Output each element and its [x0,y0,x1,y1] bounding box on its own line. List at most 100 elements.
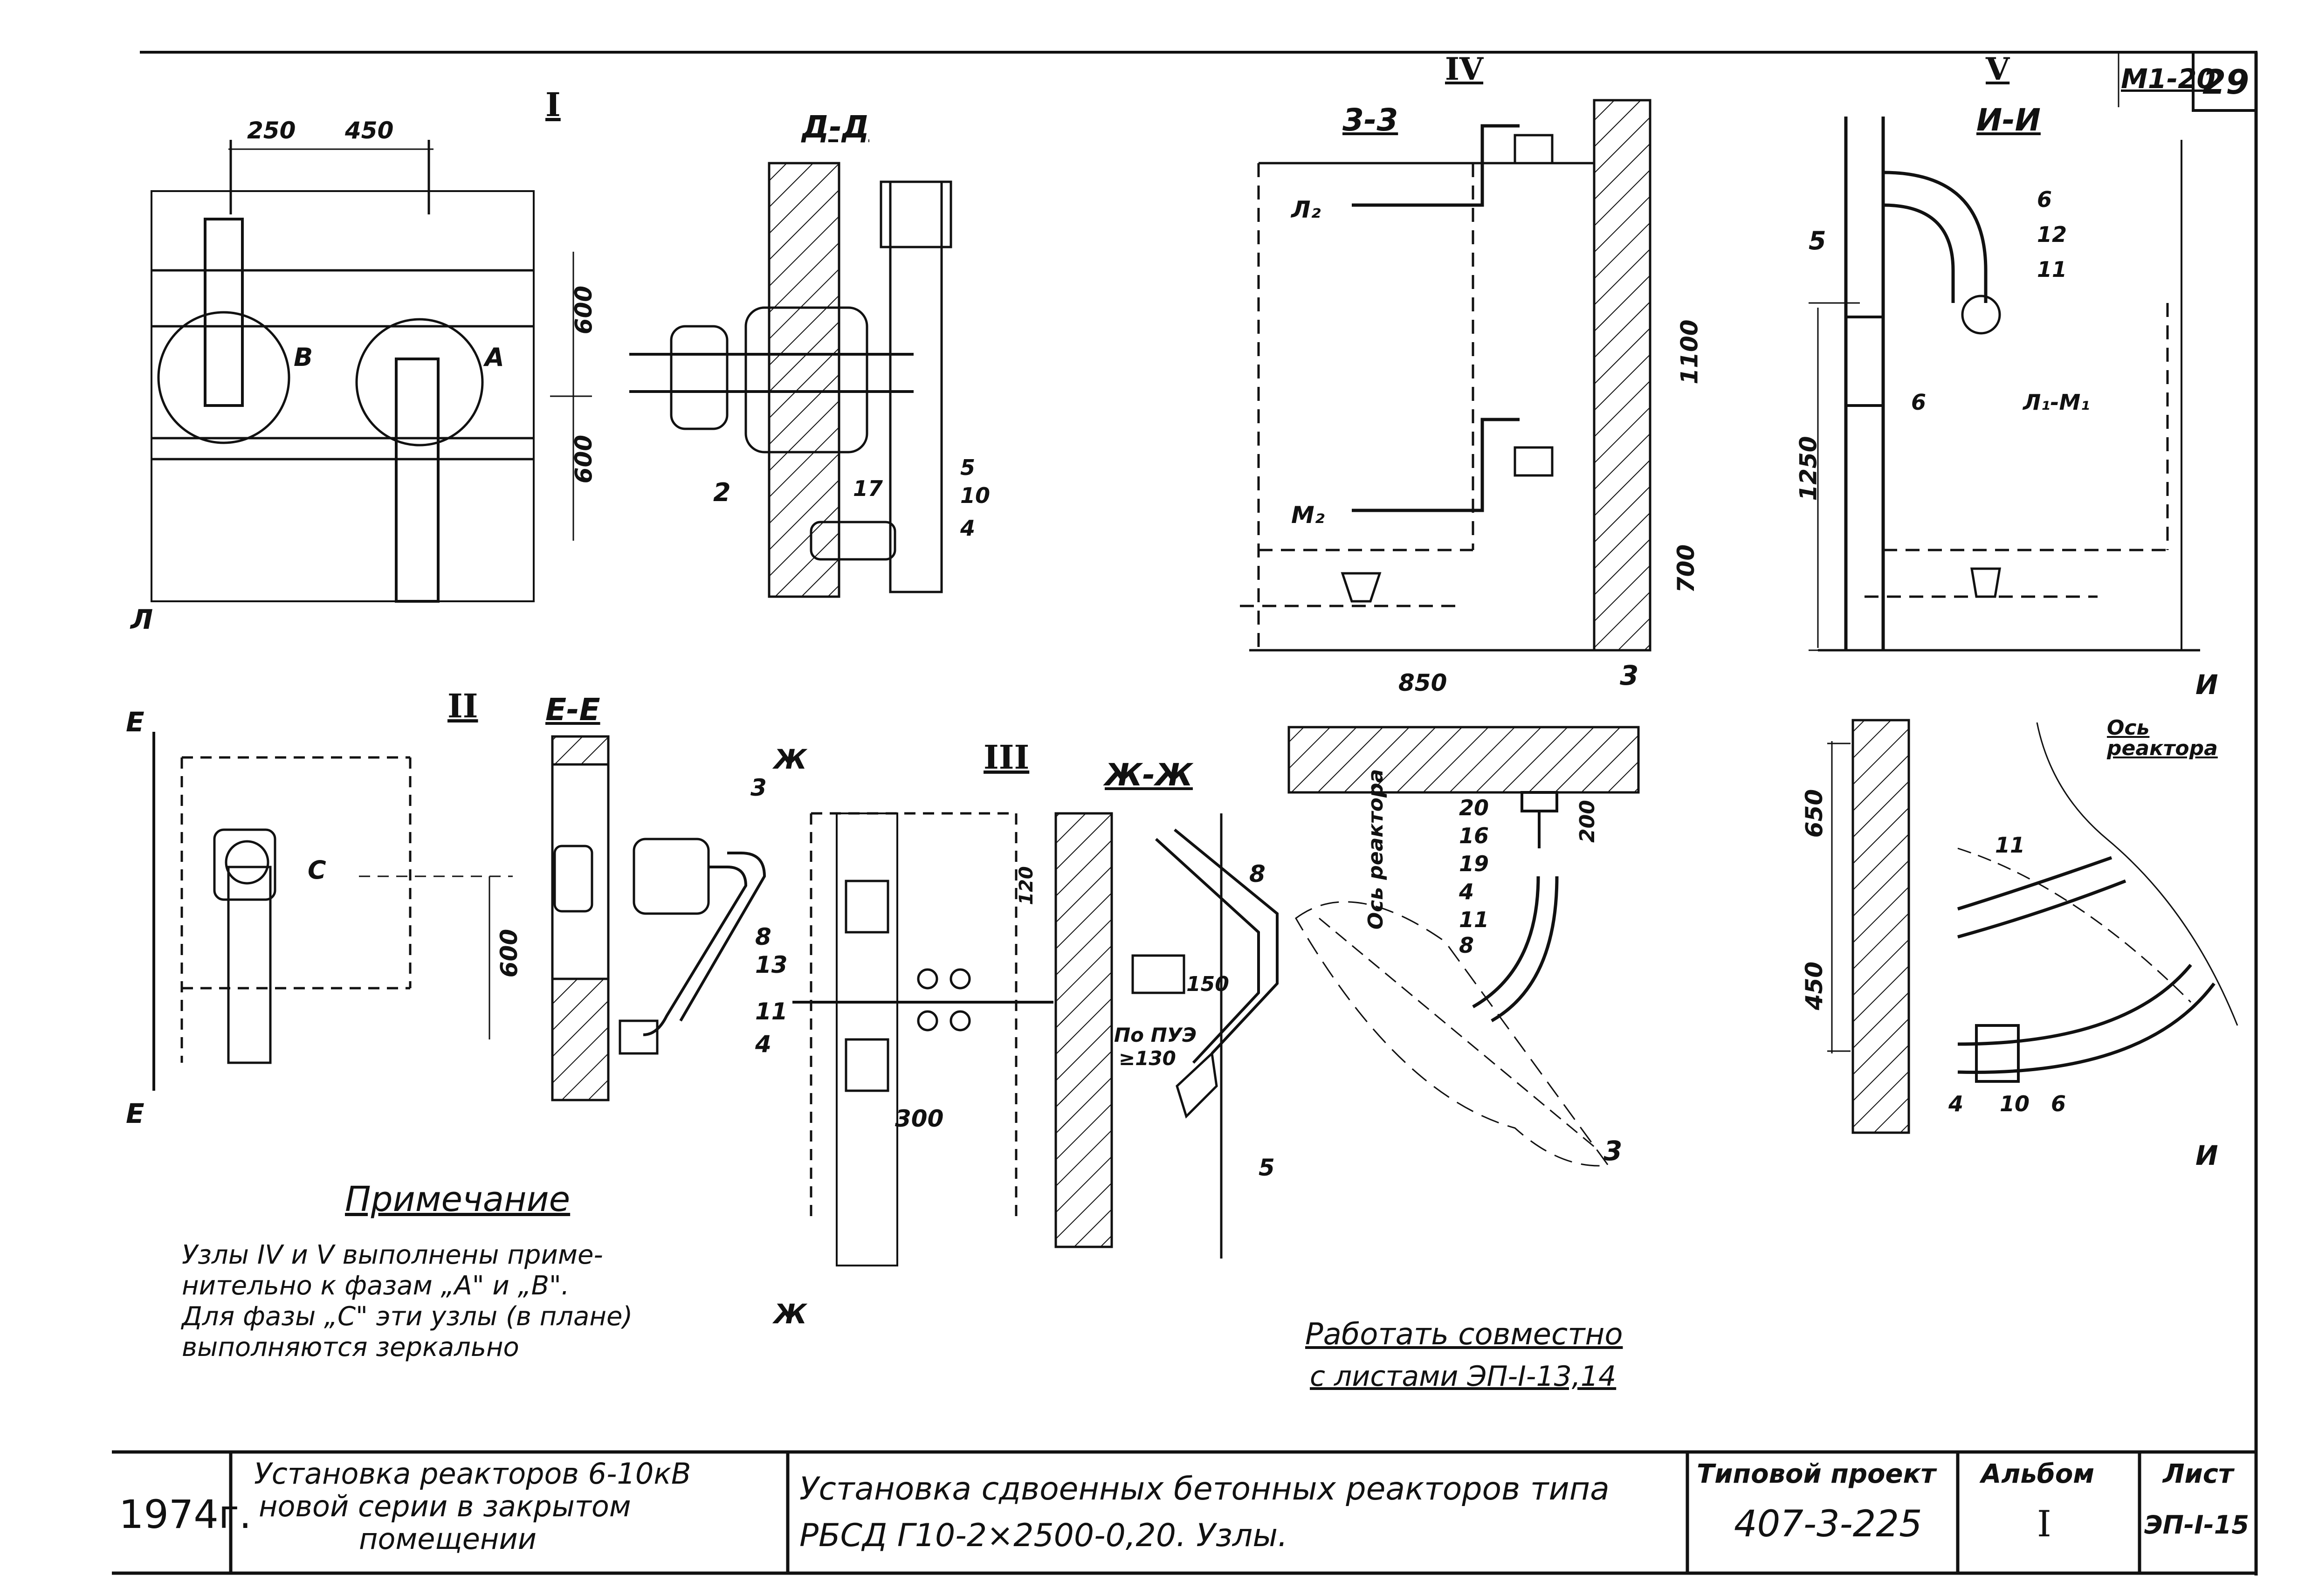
busbar-l2: Л₂ [1291,196,1321,223]
album-label: Альбом [1981,1459,2095,1489]
reactor-axis-label-33: Ось реактора [1364,769,1388,930]
page-number-box [2192,51,2257,112]
dim-450-v: 450 [1801,961,1828,1011]
title-center-2: РБСД Г10-2×2500-0,20. Узлы. [799,1517,1288,1554]
pos-11: 11 [755,998,788,1025]
reactor-axis-label-v: Ось реактора [2107,716,2218,760]
section-ii [1809,117,2200,652]
pos-6-ii-low: 6 [1911,390,1927,415]
section-33 [1240,99,1651,652]
node-v-title: V [1986,51,2010,87]
phase-a: А [485,343,504,372]
mark-zh-top: Ж [774,743,807,775]
node-iv-title: IV [1445,51,1484,87]
sheet-label: Лист [2163,1459,2234,1489]
mark-3-top: 3 [1620,660,1639,691]
note-line-3: Для фазы „С" эти узлы (в плане) [182,1301,633,1332]
note-line-2: нительно к фазам „А" и „В". [182,1271,570,1301]
work-note-line-1: Работать совместно [1305,1317,1623,1352]
pos-4-ee: 4 [755,1031,771,1058]
pos-11-33: 11 [1459,907,1489,932]
pos-5-zh: 5 [1259,1154,1275,1181]
work-note-line-2: с листами ЭП-I-13,14 [1310,1360,1617,1393]
pos-4-v: 4 [1948,1091,1964,1116]
dim-120: 120 [1015,866,1037,905]
pos-6-v: 6 [2051,1091,2066,1116]
pos-17: 17 [853,476,883,501]
note-line-1: Узлы IV и V выполнены приме- [182,1240,603,1270]
dim-1250: 1250 [1795,436,1822,501]
dim-450: 450 [345,117,394,144]
title-block-lines [112,1450,2256,1575]
section-zhzh-title: Ж-Ж [1105,757,1193,793]
title-left-3: помещении [359,1522,537,1556]
dim-1100: 1100 [1676,319,1703,385]
node-iii [792,812,1053,1266]
pos-12-ii: 12 [2037,222,2067,247]
pos-16: 16 [1459,823,1489,848]
pos-10: 10 [960,483,991,508]
busbar-l1-m1: Л₁-М₁ [2023,390,2090,415]
title-left-2: новой серии в закрытом [259,1489,631,1523]
pos-11-v: 11 [1995,832,2025,858]
pos-4: 4 [960,516,976,541]
page-number: 29 [2202,62,2250,102]
section-dd-title: Д-Д [802,109,869,145]
pos-4-33: 4 [1459,879,1474,904]
section-ii-title: И-И [1976,102,2041,138]
title-center-1: Установка сдвоенных бетонных реакторов т… [799,1471,1610,1507]
busbar-m2: М₂ [1291,502,1325,529]
dim-250: 250 [247,117,296,144]
section-zhzh [1054,812,1279,1259]
project-number: 407-3-225 [1734,1503,1922,1545]
pos-13: 13 [755,951,788,978]
title-year: 1974г. [119,1492,252,1537]
album-number: I [2037,1503,2051,1545]
node-ii-title: II [447,687,478,725]
section-dd [629,162,952,598]
mark-zh-bottom: Ж [774,1298,807,1330]
mark-e-top: Е [126,706,144,738]
mark-e-bottom: Е [126,1098,144,1129]
dim-600-upper: 600 [570,285,598,335]
dim-200: 200 [1575,800,1599,843]
pos-5-ii: 5 [1809,226,1826,255]
pos-3: 3 [750,774,767,801]
node-i-plan [151,140,592,603]
mark-i-top: И [2195,669,2218,701]
pos-6-ii: 6 [2037,187,2052,212]
phase-c: С [308,855,326,885]
sheet-mark: М1-20 [2121,63,2216,95]
node-iii-title: III [984,738,1030,777]
note-title: Примечание [345,1179,571,1219]
dim-600-lower: 600 [570,434,598,484]
mark-i-bottom: И [2195,1140,2218,1171]
pos-20: 20 [1459,795,1489,820]
pos-19: 19 [1459,851,1489,876]
dim-150: 150 [1186,972,1229,996]
dim-850: 850 [1398,669,1447,696]
dim-650: 650 [1801,789,1828,838]
dim-pue-value: ≥130 [1119,1047,1176,1070]
dim-300: 300 [895,1105,944,1132]
node-ii [152,732,513,1091]
pos-10-v: 10 [2000,1091,2030,1116]
mark-3-bottom: 3 [1603,1135,1623,1167]
note-line-4: выполняются зеркально [182,1332,519,1362]
dim-700: 700 [1672,544,1700,593]
title-left-1: Установка реакторов 6-10кВ [254,1457,691,1491]
sheet-number: ЭП-I-15 [2144,1510,2249,1540]
pos-2: 2 [713,478,731,507]
phase-b: В [294,343,313,372]
node-v-plan [1827,719,2238,1134]
pos-8-zh: 8 [1249,860,1266,887]
pos-11-ii: 11 [2037,257,2067,282]
node-i-title: I [545,85,561,124]
mark-l: Л [131,604,153,635]
section-33-view [1287,726,1640,1167]
section-ee-title: Е-Е [545,692,600,728]
dim-600-ee: 600 [495,929,523,978]
section-ee [489,735,766,1101]
dim-pue: По ПУЭ [1114,1024,1197,1046]
